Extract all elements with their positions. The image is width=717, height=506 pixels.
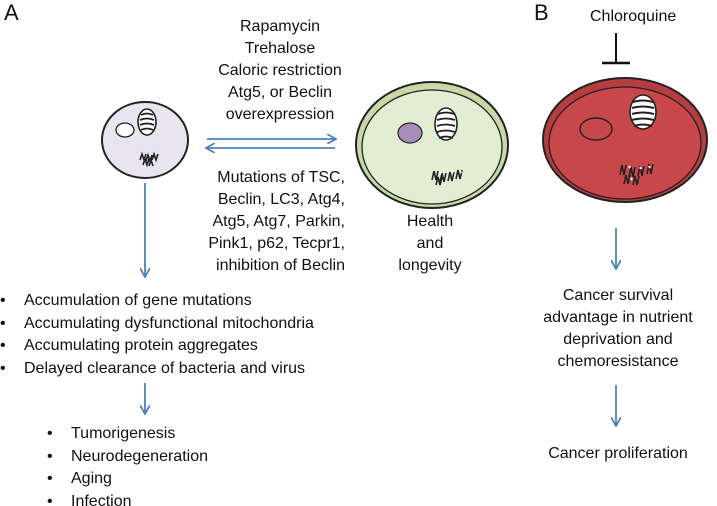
inducer-item: Trehalose — [244, 40, 316, 57]
healthy-outcome: Health and longevity — [380, 211, 480, 277]
healthy-outcome-line: Health — [406, 213, 454, 230]
consequences-list: Accumulation of gene mutations Accumulat… — [0, 290, 314, 380]
autophagy-inducers: Rapamycin Trehalose Caloric restriction … — [185, 16, 375, 126]
survival-line: advantage in nutrient — [543, 309, 693, 326]
suppressor-item: Pink1, p62, Tecpr1, — [208, 235, 345, 252]
survival-line: Cancer survival — [562, 287, 674, 304]
healthy-outcome-line: longevity — [398, 257, 462, 274]
chloroquine-label: Chloroquine — [590, 8, 677, 25]
disease-item: Neurodegeneration — [47, 446, 208, 469]
disease-item: Tumorigenesis — [47, 423, 208, 446]
inducer-item: Rapamycin — [239, 18, 321, 35]
cancer-survival-text: Cancer survival advantage in nutrient de… — [536, 285, 700, 373]
consequence-item: Accumulating protein aggregates — [0, 335, 314, 358]
autophagy-suppressors: Mutations of TSC, Beclin, LC3, Atg4, Atg… — [170, 167, 345, 277]
inducer-item: overexpression — [225, 106, 335, 123]
low-autophagy-cell — [101, 101, 189, 179]
disease-item: Aging — [47, 468, 208, 491]
survival-line: chemoresistance — [557, 353, 679, 370]
disease-item: Infection — [47, 491, 208, 506]
suppressor-item: inhibition of Beclin — [216, 257, 345, 274]
survival-line: deprivation and — [563, 331, 673, 348]
suppressor-item: Mutations of TSC, — [217, 169, 345, 186]
suppressor-item: Atg5, Atg7, Parkin, — [212, 213, 345, 230]
panel-b-label: B — [534, 0, 549, 25]
diseases-list: Tumorigenesis Neurodegeneration Aging In… — [47, 423, 208, 506]
suppressor-item: Beclin, LC3, Atg4, — [217, 191, 345, 208]
consequence-item: Accumulation of gene mutations — [0, 290, 314, 313]
inducer-item: Caloric restriction — [218, 62, 342, 79]
inducer-item: Atg5, or Beclin — [227, 84, 333, 101]
inhibition-bar — [602, 33, 630, 65]
cancer-proliferation-text: Cancer proliferation — [548, 445, 688, 462]
consequence-item: Accumulating dysfunctional mitochondria — [0, 313, 314, 336]
consequence-item: Delayed clearance of bacteria and virus — [0, 358, 314, 381]
healthy-cell — [355, 81, 509, 209]
healthy-outcome-line: and — [416, 235, 444, 252]
cancer-cell — [542, 77, 708, 203]
panel-a-label: A — [4, 0, 19, 25]
